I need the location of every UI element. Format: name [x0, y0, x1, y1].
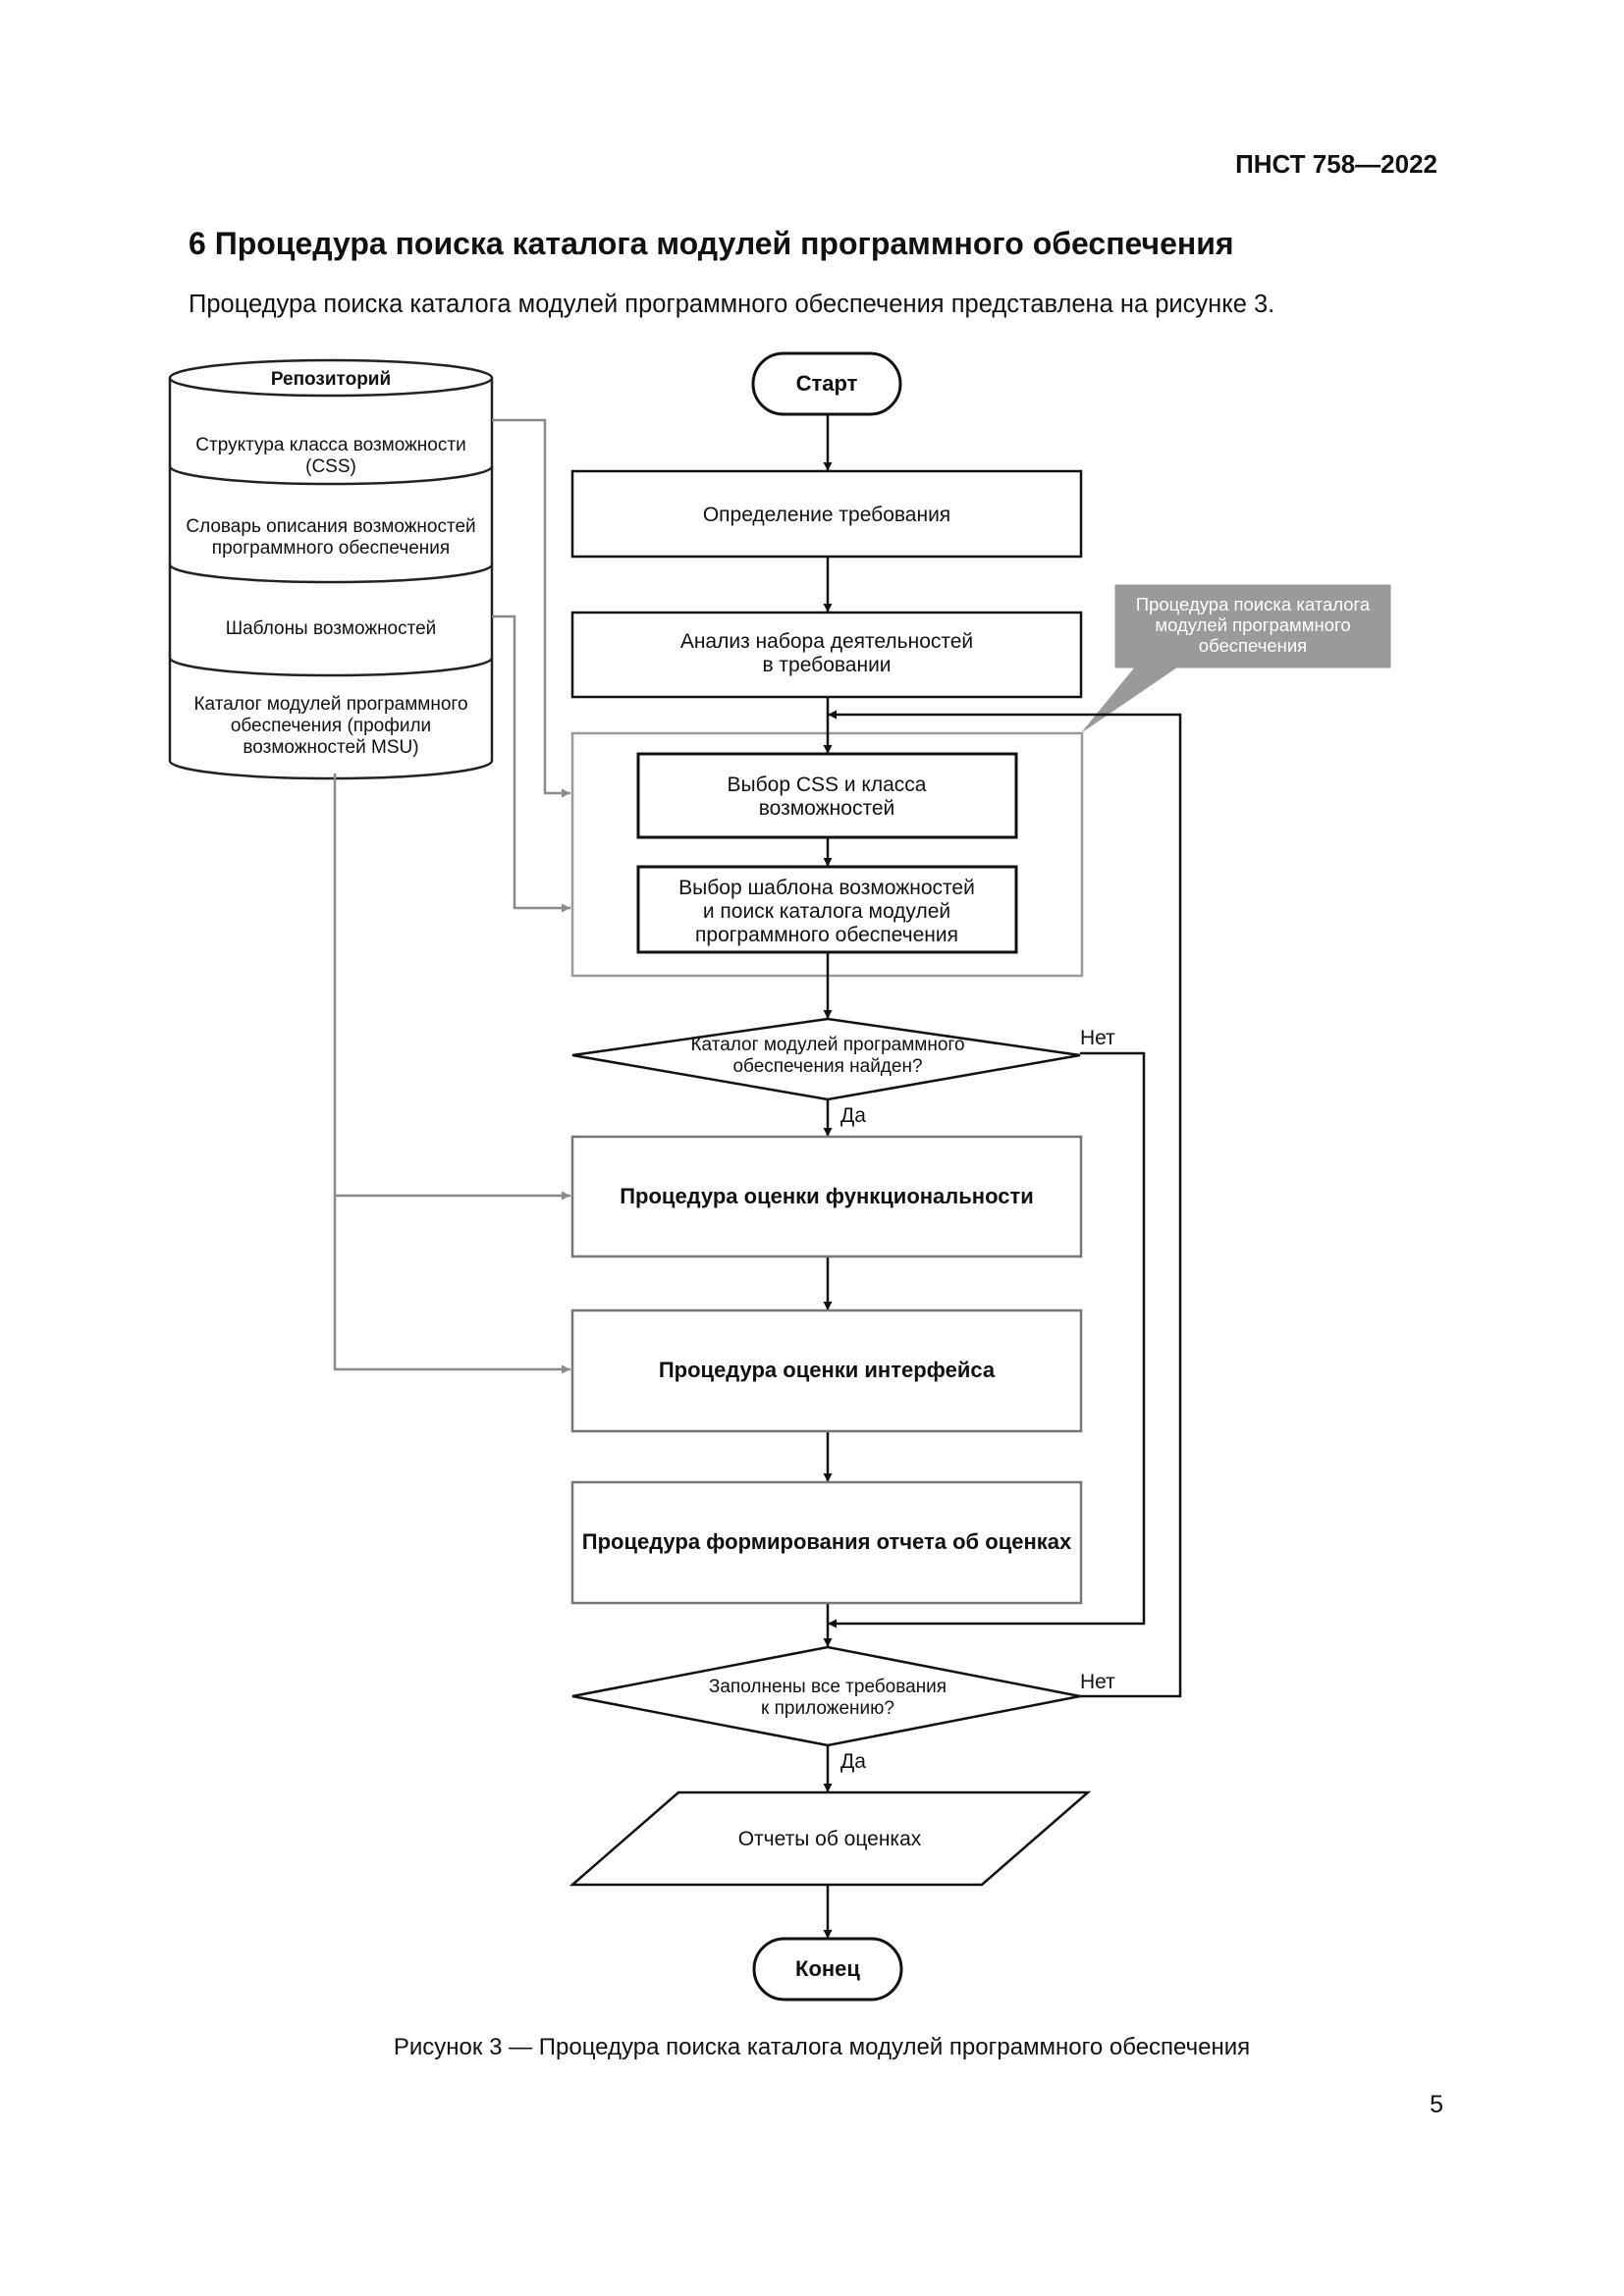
output-reports [568, 1790, 1092, 1887]
section-heading: 6 Процедура поиска каталога модулей прог… [189, 226, 1234, 261]
repository-section-line: программного обеспечения [212, 538, 450, 559]
step-select-css-line: возможностей [759, 797, 895, 820]
repository-section-line: (CSS) [305, 456, 356, 477]
step-analysis-line: Анализ набора деятельностей [680, 630, 973, 653]
step-select-template [636, 865, 1018, 954]
flow-arrows [823, 414, 1182, 1939]
step-select-template-line: программного обеспечения [695, 924, 958, 946]
proc-interface [570, 1308, 1083, 1433]
step-analysis-line: в требовании [762, 654, 891, 676]
repository-section-line: Структура класса возможности [195, 435, 465, 455]
repository-section-line: обеспечения (профили [231, 716, 431, 736]
callout-line: модулей программного [1155, 614, 1350, 635]
intro-paragraph: Процедура поиска каталога модулей програ… [189, 291, 1275, 318]
start-terminator [751, 351, 902, 416]
label-yes: Да [840, 1104, 866, 1127]
repository-connectors [333, 418, 570, 1374]
repository-section-line: Словарь описания возможностей [186, 516, 475, 537]
repository-title: Репозиторий [271, 369, 391, 390]
label-yes: Да [840, 1750, 866, 1773]
end-label: Конец [795, 1956, 860, 1981]
step-analysis [570, 611, 1083, 699]
callout-line: обеспечения [1199, 635, 1307, 656]
step-select-template-line: и поиск каталога модулей [703, 900, 950, 923]
step-requirements-label: Определение требования [703, 504, 950, 526]
label-no: Нет [1080, 1027, 1115, 1049]
output-reports-label: Отчеты об оценках [738, 1828, 922, 1850]
proc-functionality-label: Процедура оценки функциональности [620, 1184, 1034, 1208]
repository-cylinder: Репозиторий Структура класса возможности… [168, 358, 494, 780]
decision-requirements-filled-line: к приложению? [761, 1698, 894, 1719]
subprocedure-callout: Процедура поиска каталога модулей програ… [1082, 584, 1391, 732]
step-select-css-line: Выбор CSS и класса [728, 774, 927, 796]
decision-requirements-filled-line: Заполнены все требования [709, 1677, 947, 1697]
decision-catalog-found-line: обеспечения найден? [732, 1056, 922, 1077]
page-number: 5 [1430, 2091, 1443, 2118]
callout-line: Процедура поиска каталога [1136, 594, 1371, 614]
repository-section-line: возможностей MSU) [243, 737, 418, 758]
repository-section-line: Шаблоны возможностей [226, 618, 437, 639]
end-terminator [752, 1937, 903, 2002]
step-select-css [636, 752, 1018, 839]
document-code: ПНСТ 758—2022 [1235, 149, 1437, 179]
start-label: Старт [796, 371, 858, 396]
decision-catalog-found-line: Каталог модулей программного [690, 1035, 964, 1055]
decision-requirements-filled [571, 1645, 1081, 1747]
figure-caption: Рисунок 3 — Процедура поиска каталога мо… [393, 2034, 1251, 2060]
proc-report [570, 1480, 1083, 1605]
repository-section-line: Каталог модулей программного [193, 694, 467, 715]
proc-interface-label: Процедура оценки интерфейса [659, 1358, 996, 1382]
label-no: Нет [1080, 1671, 1115, 1693]
decision-catalog-found [571, 1017, 1081, 1101]
proc-functionality [570, 1135, 1083, 1258]
proc-report-label: Процедура формирования отчета об оценках [582, 1529, 1072, 1554]
step-requirements [570, 469, 1083, 559]
step-select-template-line: Выбор шаблона возможностей [678, 877, 975, 899]
